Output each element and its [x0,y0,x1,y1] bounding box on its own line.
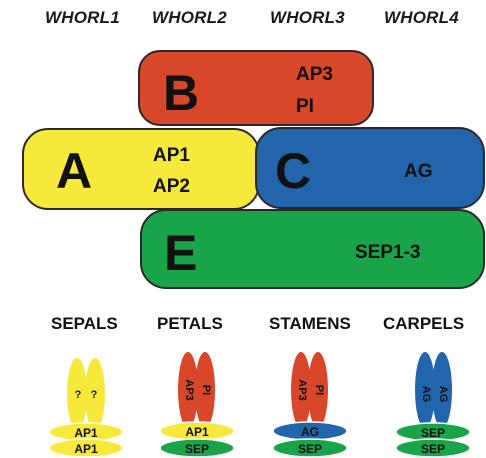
block-c-letter: C [275,143,312,199]
flower-stamens: PI AP3 AG SEP [272,352,348,458]
block-a-letter: A [56,143,93,199]
flower-sepals: ? ? AP1 AP1 [48,358,124,458]
sepals-petal-text-2: ? [91,389,98,401]
block-c [255,127,485,209]
flower-petals: PI AP3 AP1 SEP [159,352,235,458]
block-b-gene-pi: PI [296,96,314,117]
stamens-petal-text-2: AP3 [296,379,308,400]
carpels-mid-label: SEP [421,426,445,440]
block-e-letter: E [164,225,198,281]
block-e-gene-sep: SEP1-3 [355,242,421,263]
sepals-base-label: AP1 [74,442,98,456]
petals-base-disc [159,438,235,458]
block-a [22,128,260,210]
stamens-petal-right [308,352,328,428]
sepals-petal-text-1: ? [75,389,82,401]
block-b [138,50,374,126]
organ-stamens: STAMENS [269,314,351,333]
stamens-base-disc [272,438,348,458]
organ-petals: PETALS [157,314,223,333]
carpels-base-disc [395,438,471,458]
whorl1-label: WHORL1 [45,8,120,27]
flower-carpels: AG AG SEP SEP [395,352,471,458]
carpels-petal-text-1: AG [437,386,449,403]
carpels-base-label: SEP [421,442,445,456]
block-a-gene-ap1: AP1 [153,145,190,166]
carpels-petal-right [432,352,452,428]
petals-petal-left [178,352,198,428]
block-e [140,209,485,289]
organ-sepals: SEPALS [51,314,118,333]
petals-petal-text-1: PI [200,385,212,395]
carpels-petal-text-2: AG [420,386,432,403]
petals-petal-text-2: AP3 [183,379,195,400]
carpels-petal-left [415,352,435,428]
petals-base-label: SEP [185,442,209,456]
whorl4-label: WHORL4 [384,8,459,27]
sepals-base-disc [48,438,124,458]
block-c-gene-ag: AG [404,161,433,182]
organ-carpels: CARPELS [383,314,465,333]
stamens-petal-text-1: PI [313,385,325,395]
block-b-gene-ap3: AP3 [296,64,333,85]
petals-mid-label: AP1 [185,425,209,439]
sepals-mid-label: AP1 [74,426,98,440]
block-b-letter: B [163,65,200,121]
block-a-gene-ap2: AP2 [153,176,190,197]
whorl2-label: WHORL2 [152,8,227,27]
petals-petal-right [195,352,215,428]
stamens-petal-left [291,352,311,428]
stamens-mid-label: AG [301,425,319,439]
sepals-petal-right [85,358,105,430]
sepals-petal-left [67,358,87,430]
stamens-base-label: SEP [298,442,322,456]
whorl3-label: WHORL3 [270,8,345,27]
